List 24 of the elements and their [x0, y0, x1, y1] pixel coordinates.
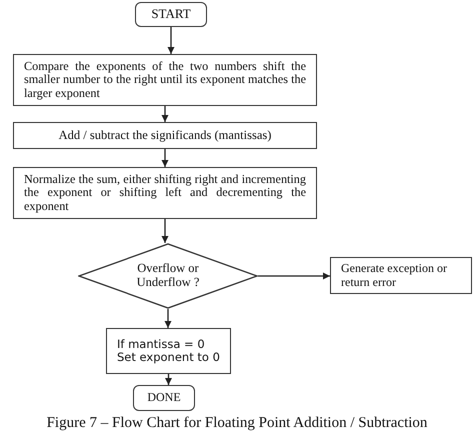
arrow: [162, 149, 168, 167]
terminal-label: DONE: [147, 391, 181, 405]
arrow: [258, 272, 330, 280]
step-text: Generate exception or return error: [341, 262, 448, 289]
process-box: [13, 122, 317, 149]
arrow: [165, 374, 172, 385]
figure-caption: Figure 7 – Flow Chart for Floating Point Addition / Subtraction: [46, 415, 428, 432]
process-box: [13, 167, 317, 219]
decision-diamond: [78, 243, 258, 309]
step-text: Normalize the sum, either shifting right and incrementing the exponent or shifting left and decrementing the exponent: [24, 172, 306, 214]
step-text: Compare the exponents of the two numbers shift the smaller number to the right until its exponent matches the larger exponent: [24, 60, 306, 100]
arrow: [162, 106, 168, 122]
process-box: [106, 328, 231, 374]
terminal-box: [135, 2, 207, 27]
arrow: [164, 309, 172, 328]
step-text: Overflow or Underflow ?: [136, 262, 200, 290]
process-box: [13, 54, 317, 106]
arrow: [168, 27, 174, 54]
terminal-box: [133, 385, 195, 411]
step-text: Add / subtract the significands (mantissas): [58, 128, 272, 142]
step-text: If mantissa = 0 Set exponent to 0: [117, 338, 220, 364]
terminal-label: START: [151, 7, 191, 22]
process-box: [330, 257, 472, 294]
arrow: [162, 219, 168, 243]
